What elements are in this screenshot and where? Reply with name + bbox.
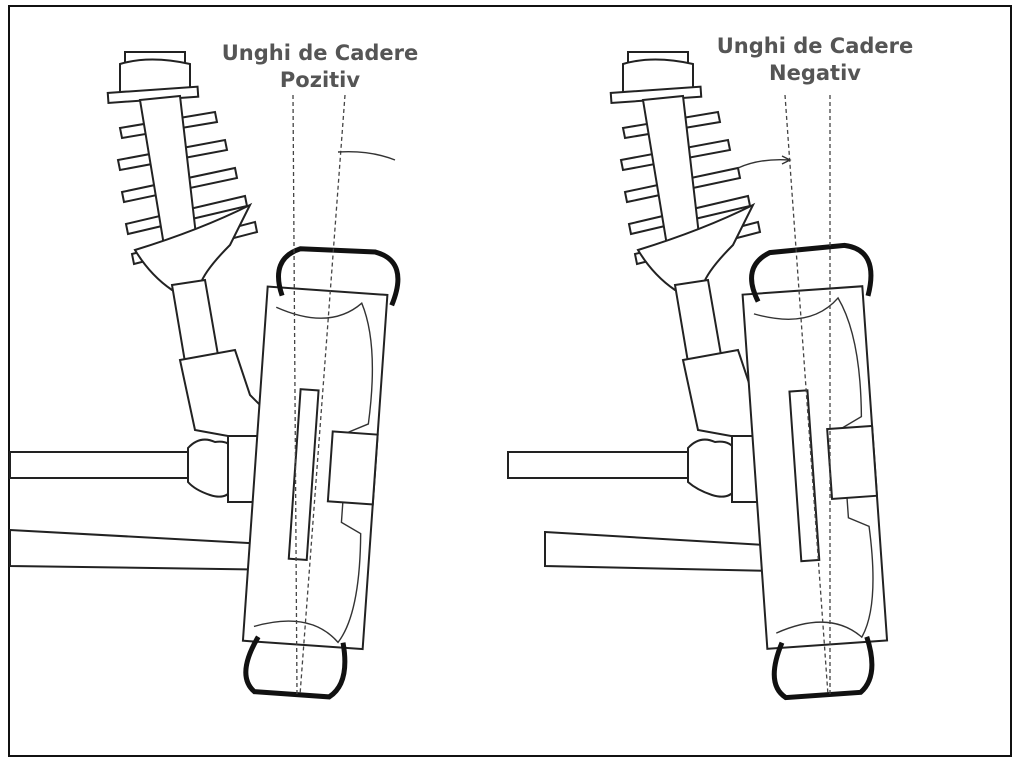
cv-boot xyxy=(687,438,736,498)
camber-angle-arc xyxy=(337,150,396,161)
hub xyxy=(326,430,379,506)
wheel-axis-line xyxy=(299,94,346,696)
drive-shaft xyxy=(9,451,191,479)
cv-boot xyxy=(187,438,233,498)
vertical-reference-line xyxy=(292,94,298,696)
title-line-1: Unghi de Cadere xyxy=(221,41,419,65)
brake-disc xyxy=(788,389,821,563)
tire-bottom xyxy=(243,635,348,700)
title-line-2: Pozitiv xyxy=(279,68,361,92)
title-line-2: Negativ xyxy=(769,61,861,85)
negative-camber-diagram xyxy=(507,51,889,701)
positive-camber-diagram xyxy=(9,51,401,700)
wheel-axis-line xyxy=(784,94,829,696)
title-line-1: Unghi de Cadere xyxy=(716,34,914,58)
tire-top xyxy=(749,242,874,303)
tire-top xyxy=(276,246,401,307)
arrow-icon xyxy=(781,155,792,165)
negative-camber-title: Unghi de Cadere Negativ xyxy=(685,33,945,87)
diagram-frame xyxy=(8,5,1012,757)
tire-bottom xyxy=(771,636,875,701)
camber-angle-arc xyxy=(737,158,791,169)
drive-shaft xyxy=(507,451,691,479)
hub xyxy=(826,424,879,500)
positive-camber-title: Unghi de Cadere Pozitiv xyxy=(190,40,450,94)
